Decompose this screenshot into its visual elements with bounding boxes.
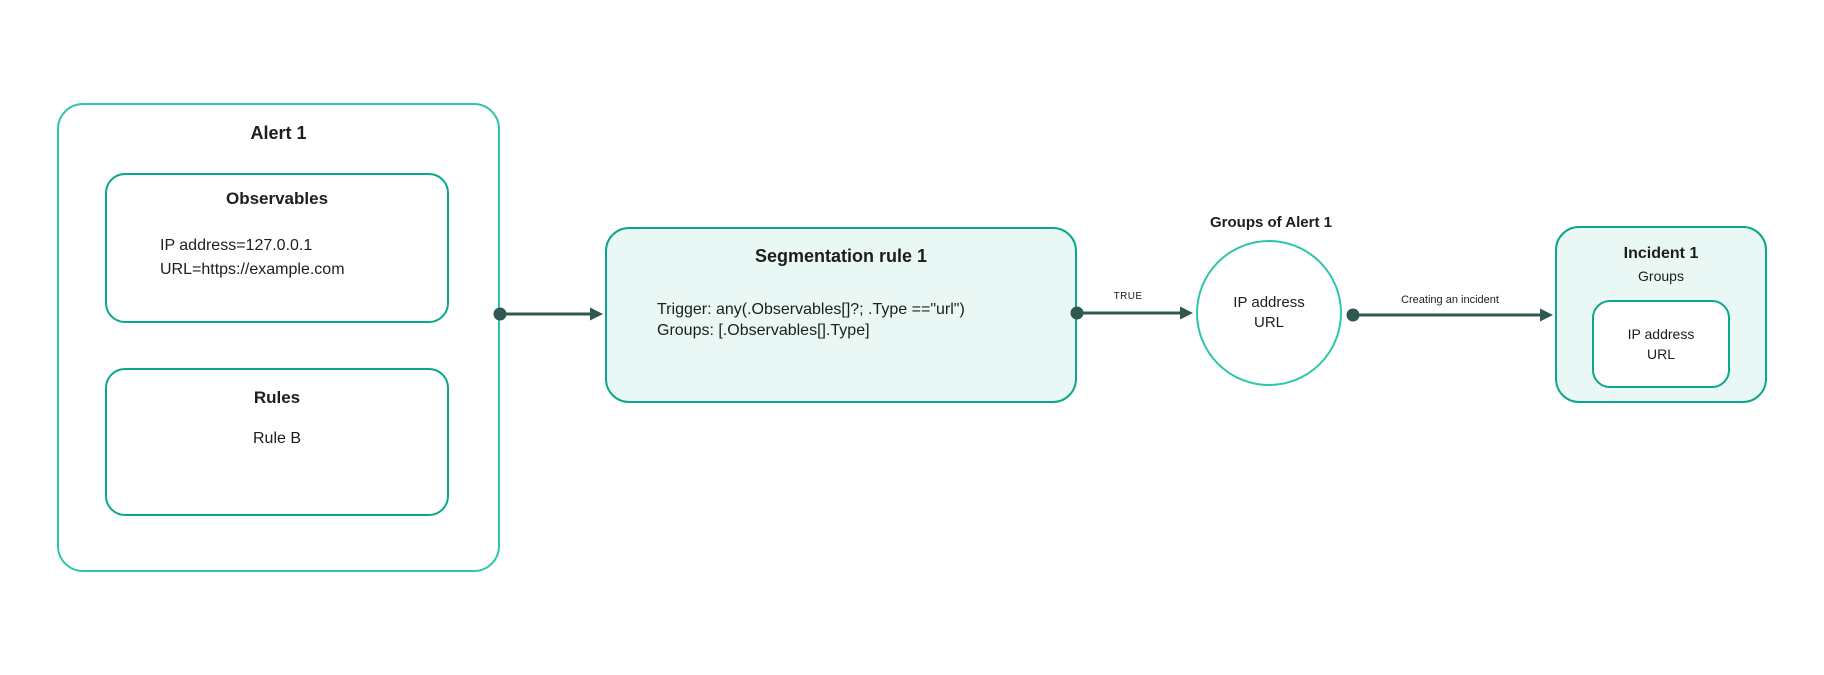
groups-of-alert-circle: IP address URL — [1196, 240, 1342, 386]
incident-title: Incident 1 — [1623, 245, 1699, 262]
rules-title: Rules — [253, 388, 301, 407]
incident-groups-box: IP address URL — [1592, 300, 1730, 388]
incident-groups-label: Groups — [1638, 268, 1684, 284]
observables-list: IP address=127.0.0.1 URL=https://example… — [107, 234, 447, 282]
arrow-head — [590, 307, 603, 321]
observable-item-url: URL=https://example.com — [160, 261, 345, 278]
arrow-head — [1180, 306, 1193, 320]
alert-1-box: Alert 1 Observables IP address=127.0.0.1… — [57, 103, 500, 572]
groups-expression: Groups: [.Observables[].Type] — [657, 322, 870, 339]
trigger-expression: Trigger: any(.Observables[]?; .Type =="u… — [657, 301, 965, 318]
rule-item: Rule B — [252, 430, 302, 447]
edge-label-true: TRUE — [1113, 291, 1143, 302]
arrow-head — [1540, 308, 1553, 322]
rules-box: Rules Rule B — [105, 368, 449, 516]
group-item-url: URL — [1253, 314, 1284, 331]
arrow-groups-to-incident — [1346, 308, 1553, 322]
incident-box: Incident 1 Groups IP address URL — [1555, 226, 1767, 403]
group-item-ip: IP address — [1233, 294, 1305, 311]
edge-label-creating-incident: Creating an incident — [1401, 294, 1499, 306]
alert-1-title: Alert 1 — [250, 123, 307, 143]
observables-box: Observables IP address=127.0.0.1 URL=htt… — [105, 173, 449, 323]
segmentation-rule-box: Segmentation rule 1 Trigger: any(.Observ… — [605, 227, 1077, 403]
observable-item-ip: IP address=127.0.0.1 — [160, 237, 313, 254]
segmentation-rule-body: Trigger: any(.Observables[]?; .Type =="u… — [607, 299, 1075, 341]
incident-group-item-url: URL — [1646, 346, 1675, 362]
arrow-rule-to-groups — [1070, 306, 1193, 320]
groups-of-alert-title: Groups of Alert 1 — [1210, 214, 1332, 231]
observables-title: Observables — [225, 189, 329, 208]
segmentation-rule-title: Segmentation rule 1 — [754, 246, 928, 266]
arrow-alert-to-segmentation-rule — [493, 307, 603, 321]
incident-group-item-ip: IP address — [1627, 326, 1695, 342]
